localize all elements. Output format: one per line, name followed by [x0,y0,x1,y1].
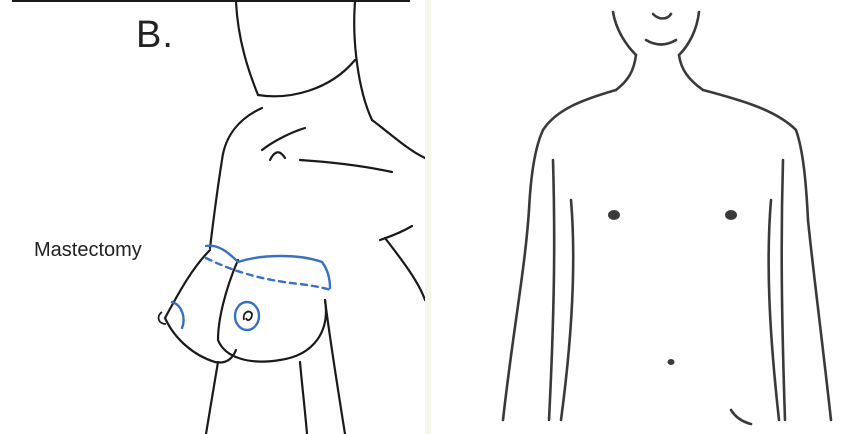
left-nipple [608,210,620,220]
navel [668,359,675,365]
neck-right-outline [354,2,372,120]
left-nipple-incision [172,302,184,328]
right-nipple-incision [235,302,259,330]
body-outline-diagram [431,0,850,434]
right-arm-inner [380,226,412,240]
sternal-notch [270,152,285,160]
left-shoulder [529,90,616,210]
nose [653,14,671,19]
panel-b-mastectomy-diagram: B. Mastectomy [0,0,425,434]
body-outline-drawing [431,0,850,434]
mouth [646,40,676,45]
right-shoulder [703,90,808,220]
right-shoulder-outline [372,120,425,158]
neck-right [679,55,703,90]
torso-left-side [206,362,218,434]
left-shoulder-outline [210,108,262,248]
right-arm-inner [782,160,785,420]
right-breast-outline [218,260,326,362]
mastectomy-upper-incision [206,246,330,288]
jaw-line [258,60,355,96]
right-arm-outer [808,220,831,420]
torso-line-drawing [0,0,425,434]
left-breast-outline [165,250,215,362]
clavicle-line [262,128,305,150]
right-arm-outline [385,238,425,300]
abdomen-crease [300,362,307,434]
left-arm-outer [503,210,529,420]
face-left-edge [613,12,636,55]
torso-right [769,200,779,420]
neck-left [616,55,636,90]
chest-crease [300,160,392,172]
torso-right-side [325,300,345,434]
mastectomy-lower-dashed-line [206,258,330,290]
right-nipple [725,210,737,220]
right-nipple [244,312,252,321]
left-arm-inner [549,160,554,420]
waist-crease [731,410,751,424]
face-right-edge [679,12,699,55]
torso-left [561,200,573,420]
neck-left-outline [236,2,258,95]
